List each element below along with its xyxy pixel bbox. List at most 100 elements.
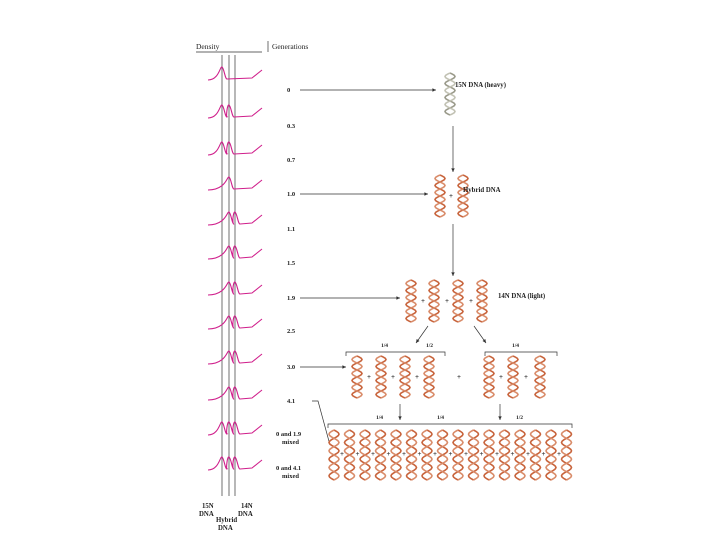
- dna-helix: [560, 429, 573, 481]
- plus-sign: +: [449, 450, 453, 458]
- fraction-label: 1/4: [381, 343, 388, 349]
- density-curve: [207, 315, 263, 330]
- grouping-bracket: [327, 423, 573, 428]
- arrow-line: [312, 400, 331, 446]
- plus-sign: +: [469, 297, 473, 305]
- generation-label: 1.0: [287, 191, 295, 198]
- arrow-head: [416, 339, 420, 343]
- generations-header: Generations: [272, 42, 308, 51]
- density-curve: [207, 104, 263, 119]
- plus-sign: +: [499, 373, 503, 381]
- dna-helix: [390, 429, 402, 481]
- dna-strand: [476, 279, 488, 323]
- density-curves: [207, 66, 263, 471]
- density-curve: [207, 281, 263, 296]
- generation-label: 0.3: [287, 123, 296, 130]
- fraction-label: 1/4: [437, 415, 444, 421]
- bottom-label-hybrid-line2: DNA: [218, 525, 233, 532]
- dna-strand: [436, 429, 449, 481]
- dna-helix: [375, 355, 387, 399]
- plus-sign: +: [402, 450, 406, 458]
- dna-strand: [467, 429, 480, 481]
- generation-label: 1.9: [287, 295, 296, 302]
- dna-helix: [436, 429, 449, 481]
- dna-strand: [328, 429, 340, 481]
- plus-sign: +: [415, 373, 419, 381]
- plus-sign: +: [340, 450, 344, 458]
- dna-strand: [444, 72, 456, 116]
- dna-strand: [351, 355, 363, 399]
- generation-label: 2.5: [287, 328, 296, 335]
- plus-sign: +: [421, 297, 425, 305]
- grouping-bracket: [484, 351, 558, 356]
- plus-sign: +: [526, 450, 530, 458]
- dna-helix: [452, 279, 464, 323]
- generation-label: 1.1: [287, 226, 295, 233]
- dna-strand: [529, 429, 542, 481]
- dna-helix: [405, 429, 418, 481]
- density-curve: [207, 386, 263, 401]
- dna-helix: [328, 429, 340, 481]
- plus-sign: +: [418, 450, 422, 458]
- dna-helix: [343, 429, 356, 481]
- dna-helix: [452, 429, 464, 481]
- dna-helix-heavy: [444, 72, 456, 116]
- dna-strand: [483, 355, 495, 399]
- dna-strand: [405, 429, 418, 481]
- plus-sign: +: [371, 450, 375, 458]
- generation-label: 4.1: [287, 398, 295, 405]
- dna-strand: [421, 429, 433, 481]
- density-curve: [207, 245, 263, 260]
- bottom-label-n15-line2: DNA: [199, 511, 214, 518]
- dna-strand: [560, 429, 573, 481]
- dna-strand: [359, 429, 371, 481]
- dna-helix-hybrid: [434, 174, 446, 218]
- fraction-label: 1/2: [426, 343, 433, 349]
- grouping-bracket: [345, 351, 446, 356]
- generation-label-line: mixed: [282, 473, 299, 480]
- dna-strand: [423, 355, 435, 399]
- dna-strand: [452, 279, 464, 323]
- plus-sign: +: [542, 450, 546, 458]
- plus-sign: +: [495, 450, 499, 458]
- label-hybrid-dna: Hybrid DNA: [463, 187, 501, 194]
- plus-sign: +: [464, 450, 468, 458]
- arrow-head: [424, 192, 428, 196]
- bottom-label-n15: 15N DNA: [199, 503, 215, 518]
- generation-label-line: 0 and 4.1: [276, 465, 301, 472]
- arrow-head: [432, 88, 436, 92]
- dna-helix: [359, 429, 371, 481]
- dna-strand: [434, 174, 446, 218]
- dna-helix: [514, 429, 526, 481]
- generation-label: 0: [287, 87, 290, 94]
- density-curve: [207, 141, 263, 156]
- label-heavy-dna: 15N DNA (heavy): [455, 82, 506, 89]
- dna-strand: [374, 429, 387, 481]
- dna-strand: [507, 355, 519, 399]
- plus-sign: +: [433, 450, 437, 458]
- dna-helix: [405, 279, 417, 323]
- plus-sign: +: [391, 373, 395, 381]
- plus-sign: +: [557, 450, 561, 458]
- generation-label: 0.7: [287, 157, 296, 164]
- dna-helix: [507, 355, 519, 399]
- generation-label-line: 0 and 1.9: [276, 431, 302, 438]
- bottom-label-n14-line2: DNA: [238, 511, 253, 518]
- density-curve: [207, 211, 263, 226]
- dna-helix-hybrid: [457, 174, 469, 218]
- dna-helix: [476, 279, 488, 323]
- plus-sign: +: [367, 373, 371, 381]
- density-curve: [207, 456, 263, 471]
- fraction-label: 1/4: [512, 343, 519, 349]
- dna-helix: [467, 429, 480, 481]
- label-heavy-dna-text: 15N DNA (heavy): [455, 82, 506, 89]
- generation-label-line: mixed: [282, 439, 299, 446]
- dna-helix: [483, 429, 495, 481]
- dna-strand: [483, 429, 495, 481]
- generation-label: 3.0: [287, 364, 295, 371]
